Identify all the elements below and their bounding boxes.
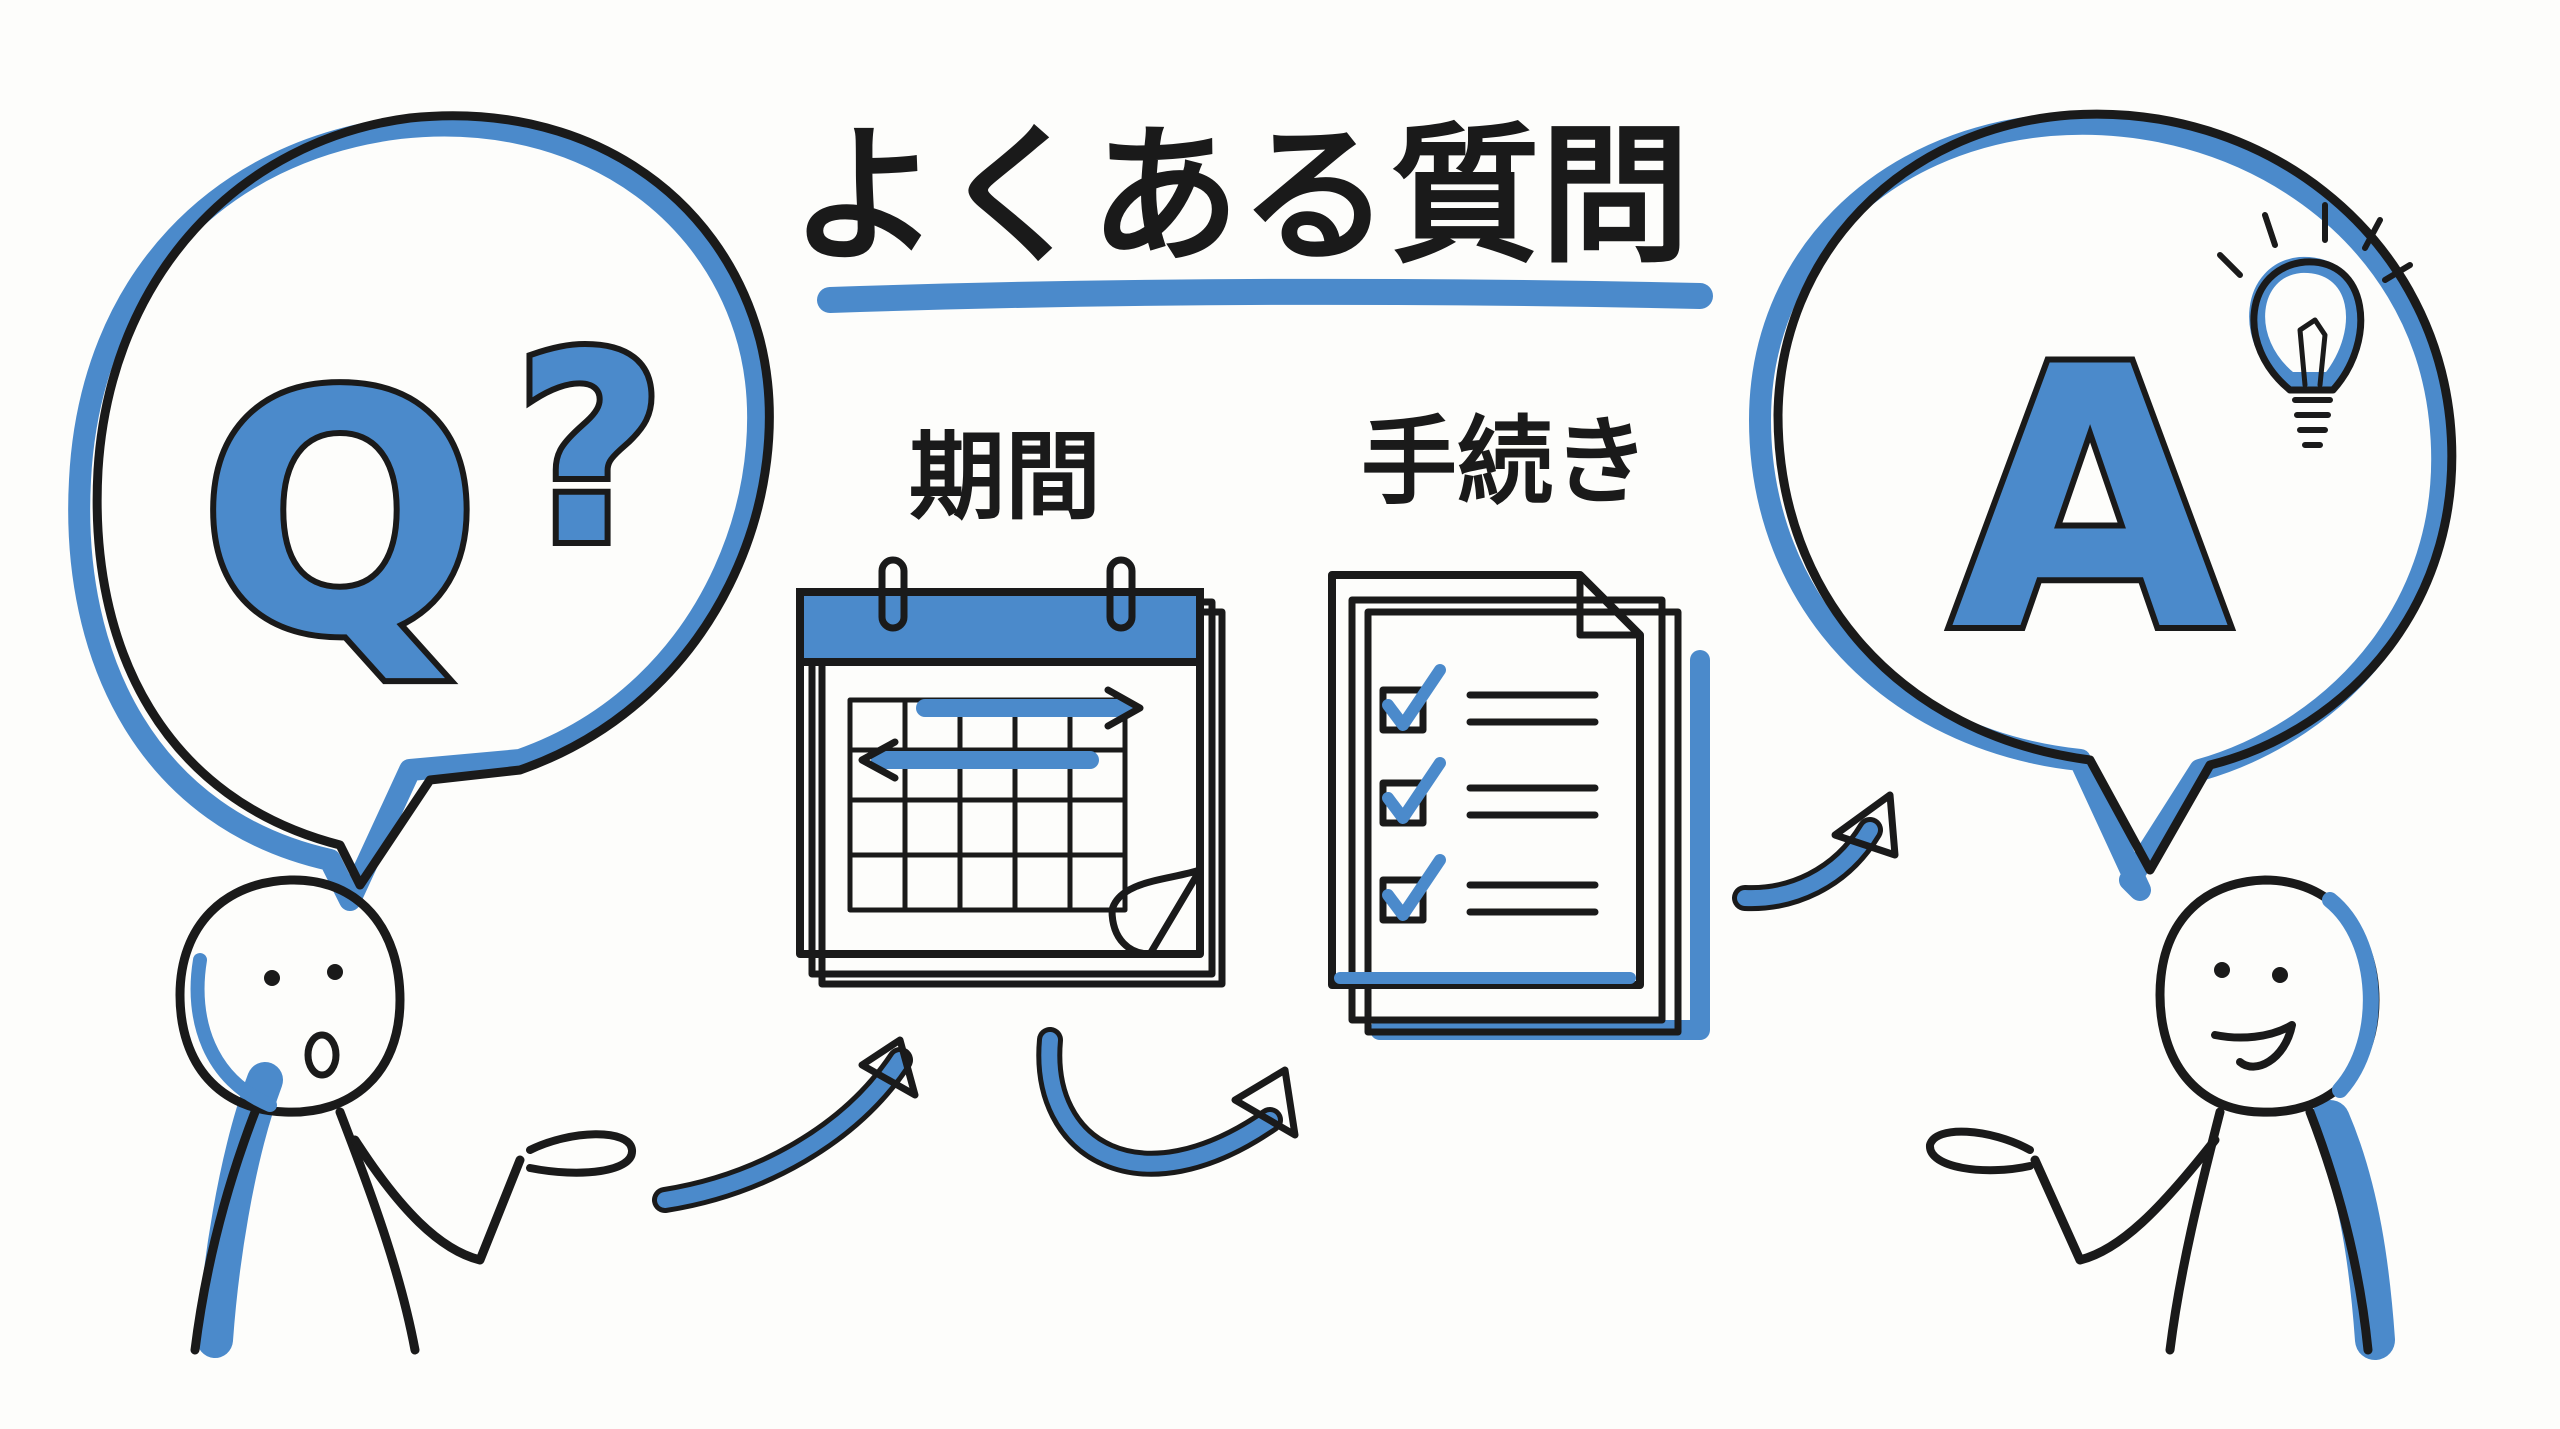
answerer-body-shade bbox=[2310, 1100, 2395, 1360]
light-bulb-icon bbox=[2217, 202, 2413, 448]
questioner-head bbox=[175, 875, 405, 1117]
questioner-person bbox=[175, 875, 636, 1358]
questioner-left-eye bbox=[264, 970, 280, 986]
arrow-questioner-to-calendar bbox=[652, 1036, 919, 1213]
arrow-document-to-answer bbox=[1732, 791, 1899, 912]
answerer-head-shade bbox=[2322, 892, 2379, 1098]
arrow-calendar-to-document bbox=[1036, 1027, 1299, 1177]
checklist-item-1 bbox=[1379, 664, 1599, 734]
calendar-grid bbox=[847, 697, 1128, 913]
topic-period: 期間 bbox=[796, 421, 1226, 988]
question-bubble-shadow bbox=[68, 114, 770, 911]
calendar-ring-right bbox=[1106, 556, 1136, 632]
title-underline bbox=[817, 278, 1713, 313]
question-bubble-outline bbox=[92, 111, 774, 890]
calendar-page-curl bbox=[1108, 866, 1204, 958]
answerer-left-eye bbox=[2214, 962, 2230, 978]
title-group: よくある質問 bbox=[790, 110, 1713, 313]
checkmark-icon bbox=[1382, 664, 1446, 731]
calendar-header bbox=[796, 588, 1204, 666]
checklist-item-3 bbox=[1379, 854, 1599, 924]
page-title: よくある質問 bbox=[790, 110, 1690, 284]
flow-arrows bbox=[652, 791, 1899, 1213]
calendar-ring-left bbox=[878, 556, 908, 632]
document-page bbox=[1328, 571, 1644, 989]
checklist-item-2 bbox=[1379, 757, 1599, 827]
answer-bubble-outline bbox=[1773, 109, 2457, 875]
question-mark-icon: ? bbox=[515, 300, 666, 602]
topic-period-label: 期間 bbox=[909, 421, 1101, 533]
question-bubble: Q ? bbox=[68, 111, 774, 911]
checklist-document-icon bbox=[1328, 571, 1710, 1040]
questioner-arm bbox=[350, 1135, 525, 1265]
questioner-mouth bbox=[304, 1031, 340, 1079]
answerer-person bbox=[1926, 875, 2395, 1360]
questioner-right-eye bbox=[327, 964, 343, 980]
questioner-hand bbox=[526, 1130, 636, 1177]
calendar-icon bbox=[796, 556, 1226, 988]
answerer-hand bbox=[1926, 1127, 2034, 1175]
topic-procedure: 手続き bbox=[1328, 406, 1710, 1040]
answer-bubble-shadow bbox=[1749, 112, 2454, 901]
answerer-arm bbox=[2030, 1135, 2220, 1265]
document-fold bbox=[1576, 571, 1644, 639]
answer-bubble: A bbox=[1749, 109, 2457, 901]
answerer-right-eye bbox=[2272, 967, 2288, 983]
questioner-head-shade bbox=[190, 953, 277, 1112]
checkmark-icon bbox=[1382, 757, 1446, 824]
answerer-smile bbox=[2211, 1021, 2296, 1071]
question-letter: Q bbox=[200, 324, 481, 708]
answer-letter: A bbox=[1951, 291, 2232, 710]
topic-procedure-label: 手続き bbox=[1361, 406, 1649, 518]
checkmark-icon bbox=[1382, 854, 1446, 921]
